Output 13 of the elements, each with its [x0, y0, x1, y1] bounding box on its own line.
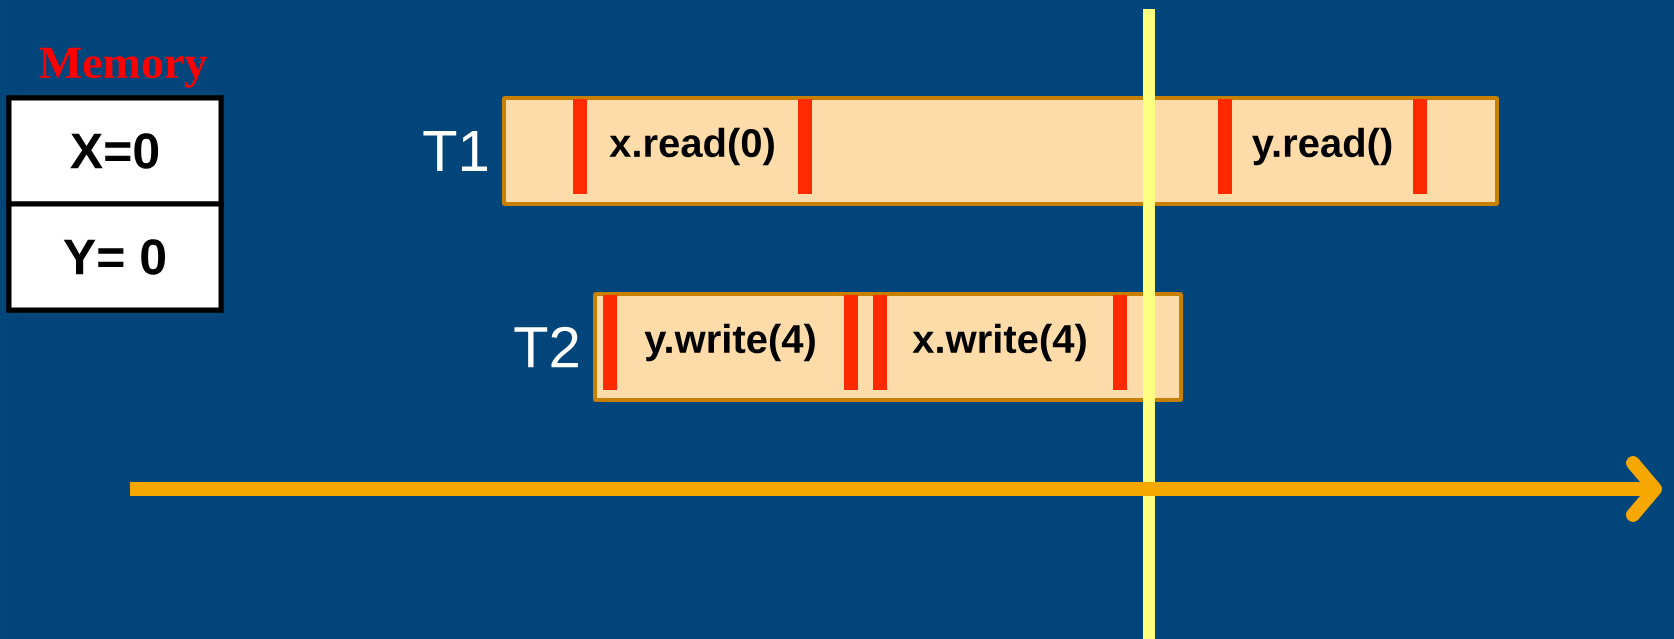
operation-block: y.write(4)	[603, 295, 858, 390]
node-label: y.write(4)	[644, 323, 815, 362]
node-label: x.write(4)	[912, 323, 1086, 362]
memory-cell: X=0	[6, 95, 224, 207]
thread-label: T2	[514, 326, 578, 368]
operation-block: x.read(0)	[573, 99, 812, 194]
memory-cell: Y= 0	[6, 201, 224, 313]
thread-label: T1	[423, 131, 487, 171]
table-heading: Memory	[39, 47, 207, 88]
node-label: y.read()	[1252, 127, 1392, 166]
node-label: x.read(0)	[609, 127, 774, 166]
operation-block: x.write(4)	[873, 295, 1127, 390]
operation-block: y.read()	[1218, 99, 1427, 194]
